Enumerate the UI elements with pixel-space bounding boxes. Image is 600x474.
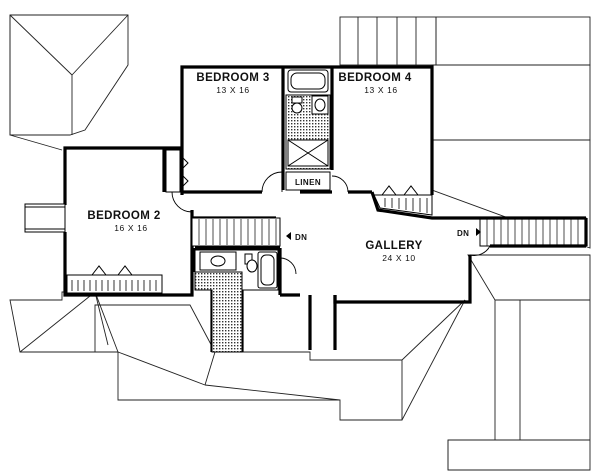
closet-bedroom4 (373, 185, 433, 216)
gallery-dims: 24 X 10 (382, 253, 416, 263)
bedroom3-dims: 13 X 16 (216, 85, 250, 95)
gallery-name: GALLERY (365, 240, 422, 252)
closet-bedroom2 (66, 265, 163, 294)
window-bay (24, 203, 66, 233)
linen-label: LINEN (295, 178, 321, 187)
dn-arrow-left-icon (286, 232, 291, 240)
upper-bathroom (285, 69, 331, 170)
lower-bathroom (194, 249, 279, 353)
roof-lines (9, 14, 591, 471)
bedroom4-name: BEDROOM 4 (338, 72, 411, 84)
bedroom2-name: BEDROOM 2 (87, 210, 160, 222)
bedroom2-dims: 16 X 16 (114, 223, 148, 233)
stair-upper-left (191, 217, 281, 247)
stair-right (470, 216, 588, 248)
dn-label-left: DN (295, 233, 307, 242)
door-swings (171, 171, 491, 275)
room-labels: BEDROOM 3 13 X 16 BEDROOM 4 13 X 16 BEDR… (87, 72, 481, 263)
dn-label-right: DN (457, 229, 469, 238)
dn-arrow-right-icon (476, 228, 481, 236)
closet-bedroom3 (165, 149, 189, 193)
linen-closet (285, 171, 331, 191)
bedroom4-dims: 13 X 16 (364, 85, 398, 95)
bedroom3-name: BEDROOM 3 (196, 72, 269, 84)
